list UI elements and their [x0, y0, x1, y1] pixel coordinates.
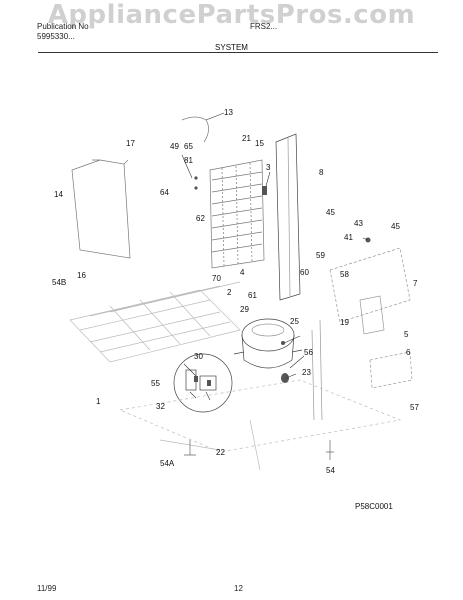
base-pan — [118, 379, 402, 471]
callout-21: 21 — [242, 134, 251, 143]
callout-45-right: 45 — [391, 222, 400, 231]
callout-58: 58 — [340, 270, 349, 279]
callout-59: 59 — [316, 251, 325, 260]
callout-6: 6 — [406, 348, 411, 357]
callout-13: 13 — [224, 108, 233, 117]
callout-62: 62 — [196, 214, 205, 223]
callout-16: 16 — [77, 271, 86, 280]
callout-5: 5 — [404, 330, 409, 339]
callout-55: 55 — [151, 379, 160, 388]
callout-22: 22 — [216, 448, 225, 457]
callout-3: 3 — [266, 163, 271, 172]
callout-43: 43 — [354, 219, 363, 228]
callout-7: 7 — [413, 279, 418, 288]
callout-56: 56 — [304, 348, 313, 357]
footer-date: 11/99 — [37, 584, 57, 593]
callout-64: 64 — [160, 188, 169, 197]
callout-1: 1 — [96, 397, 101, 406]
callout-30: 30 — [194, 352, 203, 361]
compressor — [233, 318, 303, 369]
callout-61: 61 — [248, 291, 257, 300]
callout-65: 65 — [184, 142, 193, 151]
callout-54: 54 — [326, 466, 335, 475]
callout-54A: 54A — [160, 459, 175, 468]
publication-label: Publication No — [37, 22, 89, 31]
callout-70: 70 — [212, 274, 221, 283]
callout-25: 25 — [290, 317, 299, 326]
watermark: AppliancePartsPros.com — [47, 0, 416, 30]
callout-2: 2 — [227, 288, 232, 297]
header-rule — [38, 52, 438, 53]
detail-circle — [173, 353, 233, 413]
callout-23: 23 — [302, 368, 311, 377]
callout-4: 4 — [240, 268, 245, 277]
callout-29: 29 — [240, 305, 249, 314]
gasket-14 — [71, 159, 131, 259]
callout-19: 19 — [340, 318, 349, 327]
callout-14: 14 — [54, 190, 63, 199]
callout-49: 49 — [170, 142, 179, 151]
callout-8: 8 — [319, 168, 324, 177]
tube-13 — [181, 116, 209, 143]
callout-60: 60 — [300, 268, 309, 277]
callout-15: 15 — [255, 139, 264, 148]
callout-54B: 54B — [52, 278, 67, 287]
vertical-rail — [275, 133, 301, 301]
publication-number: 5995330... — [37, 32, 75, 41]
callout-41: 41 — [344, 233, 353, 242]
callout-45-upper: 45 — [326, 208, 335, 217]
grid-shelf — [69, 281, 241, 363]
footer-page: 12 — [234, 584, 243, 593]
callout-81: 81 — [184, 156, 193, 165]
right-bracket-parts — [311, 247, 413, 421]
diagram-code: P58C0001 — [355, 502, 393, 511]
section-title: SYSTEM — [215, 43, 248, 52]
model-number: FRS2... — [250, 22, 278, 31]
callout-17: 17 — [126, 139, 135, 148]
condenser-coil — [209, 159, 265, 269]
callout-32: 32 — [156, 402, 165, 411]
callout-57: 57 — [410, 403, 419, 412]
